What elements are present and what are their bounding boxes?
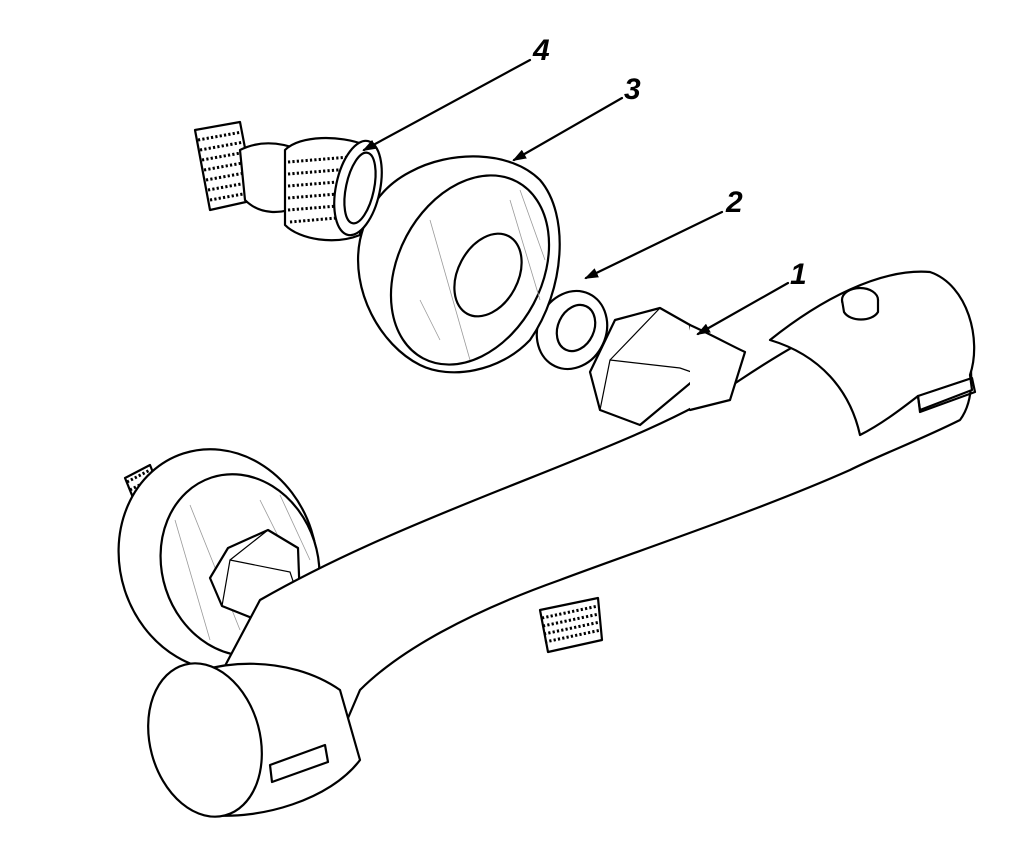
leader-line-3 — [512, 96, 624, 162]
left-handle-knob — [147, 662, 362, 818]
part-4-eccentric — [193, 120, 383, 242]
valve-body — [117, 270, 977, 818]
leader-lines — [362, 58, 790, 336]
callout-3: 3 — [624, 73, 641, 106]
part-2-washer — [535, 289, 609, 371]
callout-labels: 1 2 3 4 — [532, 34, 807, 291]
front-hex-nut — [588, 306, 747, 427]
leader-line-1 — [696, 281, 790, 336]
callout-2: 2 — [725, 186, 743, 219]
body-tube — [173, 298, 973, 792]
leader-line-2 — [584, 210, 724, 280]
part-3-rosette — [357, 155, 561, 374]
callout-4: 4 — [532, 34, 550, 67]
callout-1: 1 — [790, 258, 807, 291]
right-end-cap — [768, 270, 977, 437]
leader-line-4 — [362, 58, 532, 152]
